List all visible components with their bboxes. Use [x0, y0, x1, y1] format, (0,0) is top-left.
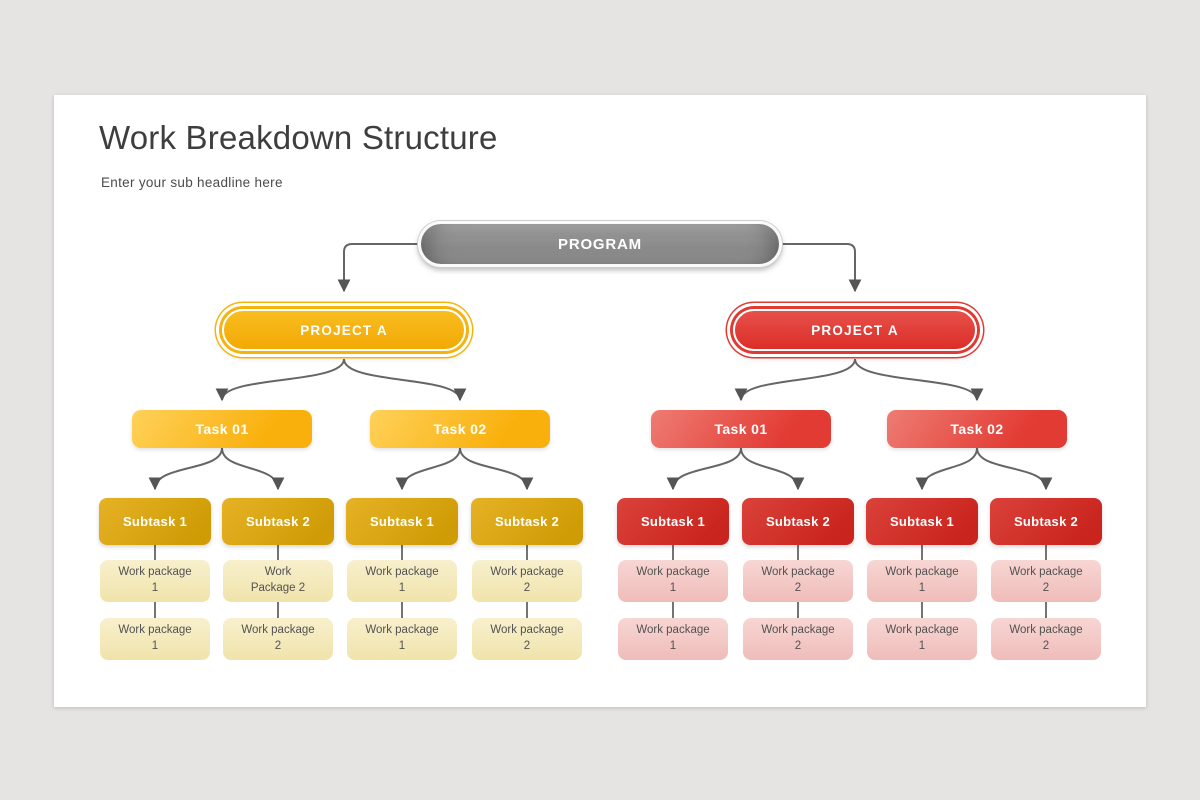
node-work-package: Work package 1 [100, 560, 210, 602]
node-work-package: Work package 1 [618, 560, 728, 602]
node-work-package: Work Package 2 [223, 560, 333, 602]
slide-canvas: Work Breakdown Structure Enter your sub … [54, 95, 1146, 707]
node-subtask: Subtask 2 [742, 498, 854, 545]
node-project-right: PROJECT A [733, 309, 977, 351]
wbs-diagram: PROGRAM PROJECT A PROJECT A Task 01 Task… [54, 95, 1146, 707]
node-work-package: Work package 1 [867, 618, 977, 660]
node-work-package: Work package 2 [472, 618, 582, 660]
node-work-package: Work package 2 [991, 560, 1101, 602]
node-subtask: Subtask 1 [99, 498, 211, 545]
node-subtask: Subtask 1 [346, 498, 458, 545]
node-work-package: Work package 2 [472, 560, 582, 602]
node-subtask: Subtask 1 [866, 498, 978, 545]
node-task: Task 02 [370, 410, 550, 448]
node-work-package: Work package 2 [743, 560, 853, 602]
connector-lines [148, 243, 1053, 618]
node-work-package: Work package 2 [743, 618, 853, 660]
node-work-package: Work package 2 [223, 618, 333, 660]
node-subtask: Subtask 1 [617, 498, 729, 545]
node-task: Task 01 [651, 410, 831, 448]
node-work-package: Work package 1 [618, 618, 728, 660]
page-title: Work Breakdown Structure [99, 119, 498, 156]
node-task: Task 02 [887, 410, 1067, 448]
node-work-package: Work package 1 [100, 618, 210, 660]
node-work-package: Work package 1 [867, 560, 977, 602]
node-work-package: Work package 1 [347, 618, 457, 660]
node-subtask: Subtask 2 [990, 498, 1102, 545]
node-subtask: Subtask 2 [222, 498, 334, 545]
node-work-package: Work package 1 [347, 560, 457, 602]
page-subtitle: Enter your sub headline here [101, 175, 283, 190]
node-task: Task 01 [132, 410, 312, 448]
node-program: PROGRAM [418, 221, 782, 267]
node-project-left: PROJECT A [222, 309, 466, 351]
node-subtask: Subtask 2 [471, 498, 583, 545]
node-work-package: Work package 2 [991, 618, 1101, 660]
